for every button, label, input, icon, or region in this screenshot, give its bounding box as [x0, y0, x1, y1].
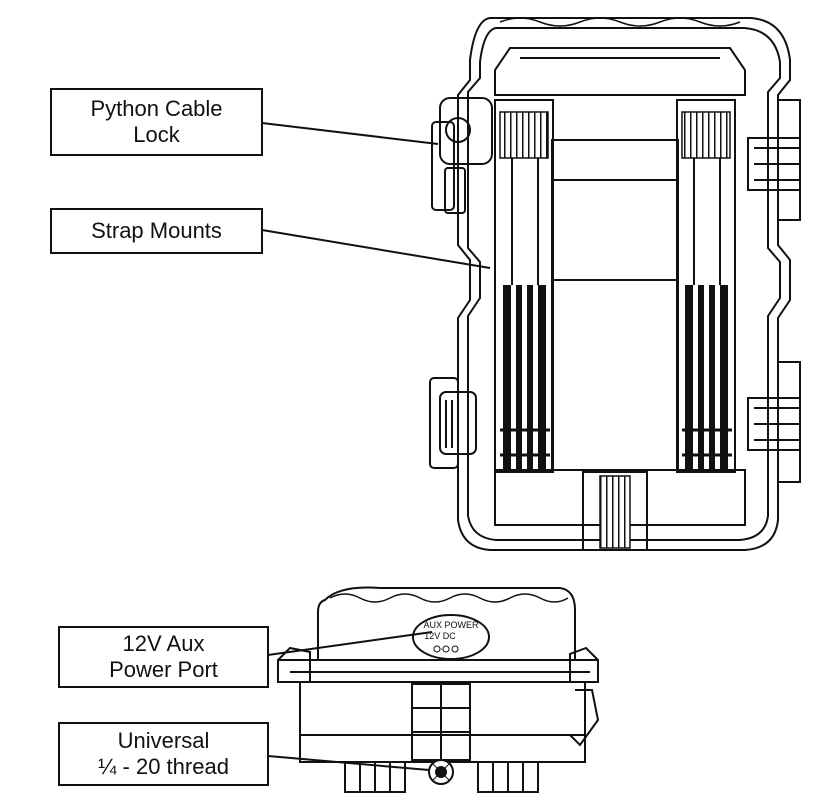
leader-universal-thread	[267, 755, 430, 771]
callout-python-cable-lock-line1: Python Cable	[90, 96, 223, 121]
left-strap-channel	[494, 99, 554, 473]
bottom-latch-hatch	[582, 471, 648, 551]
callout-strap-mounts-line1: Strap Mounts	[91, 218, 222, 243]
callout-aux-power-port-line2: Power Port	[109, 657, 218, 682]
camera-back-view	[457, 17, 791, 551]
leader-lines	[261, 122, 491, 771]
right-hinge-top	[747, 99, 801, 221]
right-hinge-bottom	[747, 361, 801, 483]
callout-universal-thread-line2: ¼ - 20 thread	[98, 754, 229, 779]
callout-python-cable-lock: Python Cable Lock	[50, 88, 263, 156]
leader-python-cable-lock	[261, 122, 439, 145]
aux-power-port: AUX POWER 12V DC	[412, 614, 490, 660]
python-cable-lock	[431, 97, 493, 214]
leader-aux-power-port	[267, 631, 433, 656]
callout-aux-power-port-line1: 12V Aux	[122, 631, 205, 656]
side-port-left	[429, 377, 477, 469]
callout-universal-thread: Universal ¼ - 20 thread	[58, 722, 269, 786]
aux-power-voltage-label: 12V DC	[424, 631, 456, 641]
callout-aux-power-port: 12V Aux Power Port	[58, 626, 269, 688]
callout-strap-mounts: Strap Mounts	[50, 208, 263, 254]
right-strap-channel	[676, 99, 736, 473]
tripod-thread	[428, 759, 454, 785]
leader-strap-mounts	[261, 229, 491, 269]
aux-power-label: AUX POWER	[423, 620, 479, 630]
callout-universal-thread-line1: Universal	[117, 728, 210, 753]
callout-python-cable-lock-line2: Lock	[133, 122, 180, 147]
